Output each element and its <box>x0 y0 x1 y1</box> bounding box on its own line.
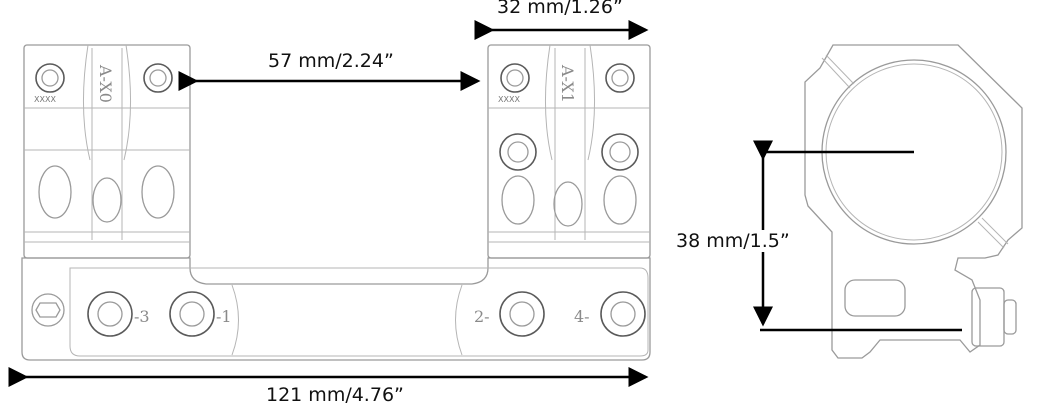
rear-ring-marking: A-X1 <box>558 64 577 103</box>
base-clamp-plate <box>69 267 649 357</box>
screw-label: 2- <box>474 307 490 326</box>
ring-spacing-label: 57 mm/2.24” <box>268 50 394 72</box>
screw-label: -1 <box>216 307 232 326</box>
ring-end-view <box>804 44 1023 359</box>
dimension-lines <box>8 20 962 387</box>
base-screws: -3 -1 2- 4- <box>31 291 646 337</box>
front-ring-marking: A-X0 <box>96 64 115 103</box>
mount-base <box>21 257 651 361</box>
recoil-slot <box>844 279 906 317</box>
rear-ring-block: A-X1 XXXX <box>487 44 651 259</box>
clamp-knob <box>1003 299 1017 335</box>
serial-left: XXXX <box>34 95 56 104</box>
center-height-label: 38 mm/1.5” <box>676 230 790 252</box>
mount-side-view: A-X0 A-X1 XXXX XXXX -3 -1 2- 4- <box>21 44 651 361</box>
screw-label: -3 <box>134 307 150 326</box>
ring-body-outline <box>804 44 1023 359</box>
ring-width-label: 32 mm/1.26” <box>497 0 623 18</box>
serial-right: XXXX <box>498 95 520 104</box>
overall-length-label: 121 mm/4.76” <box>266 384 404 406</box>
base-grooves <box>231 284 463 356</box>
hex-socket-icon <box>35 302 61 318</box>
front-ring-block: A-X0 <box>23 44 191 259</box>
clamp-nut <box>971 287 1005 347</box>
split-lines <box>821 54 1009 249</box>
screw-label: 4- <box>574 307 590 326</box>
